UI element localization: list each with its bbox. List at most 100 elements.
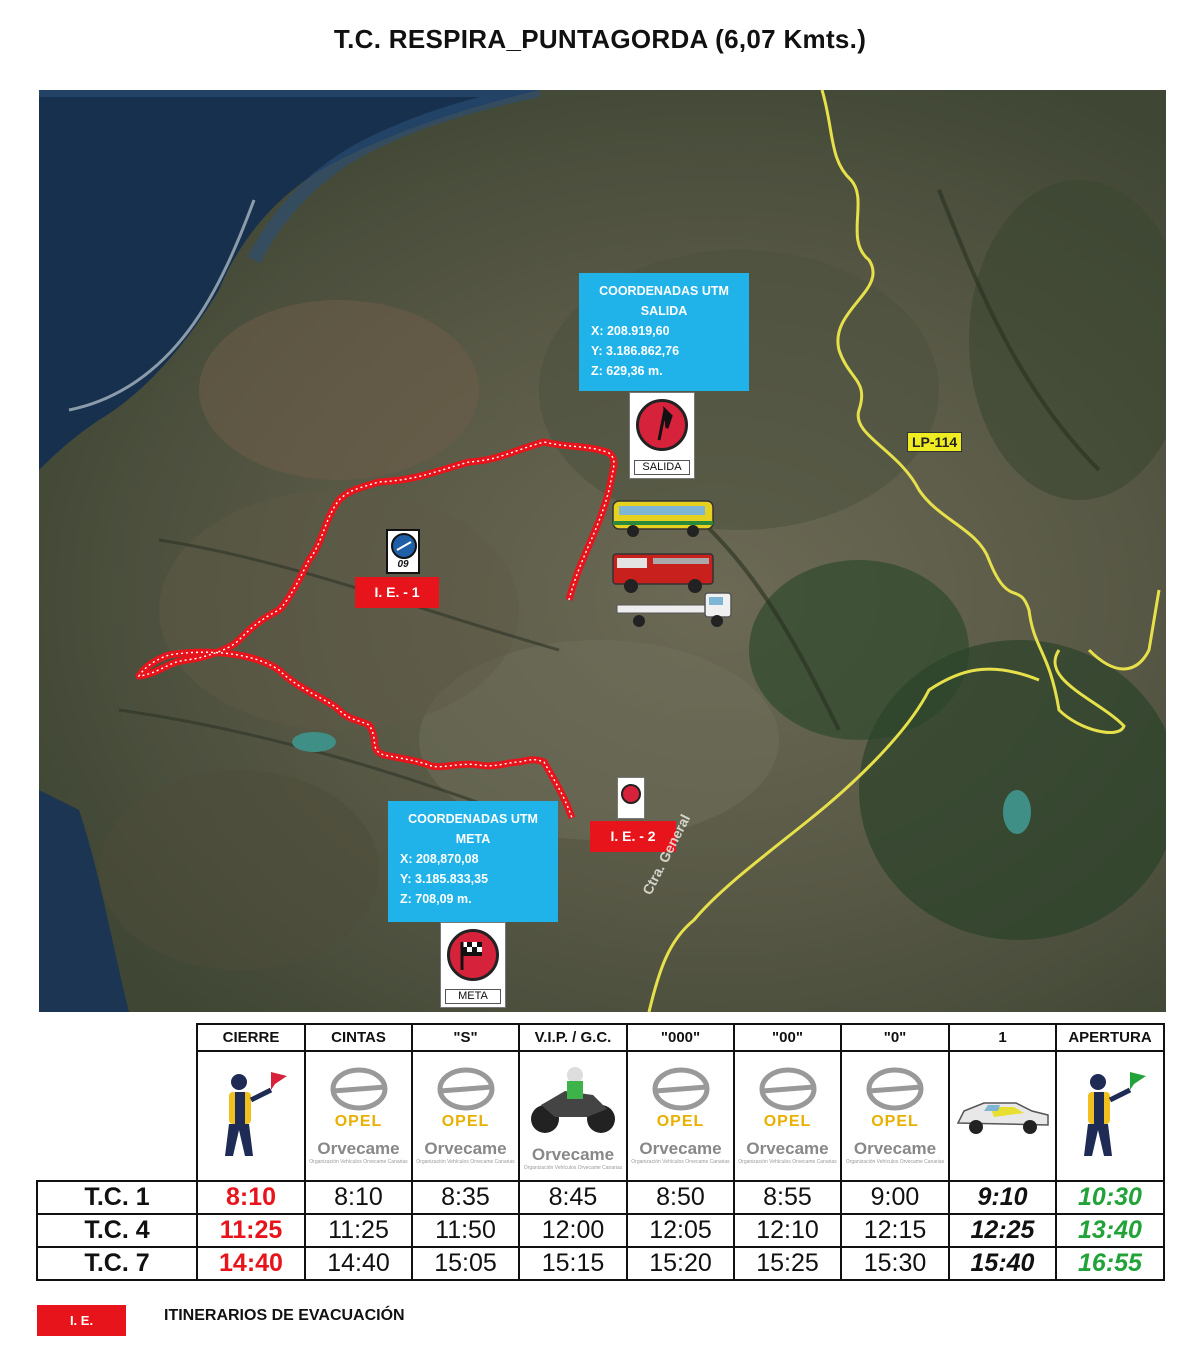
s-logo-cell: OPEL Orvecame Organización Vehículos Orv…	[411, 1050, 520, 1182]
col-00: "00"	[733, 1023, 842, 1052]
marshal-red-flag-icon	[196, 1050, 306, 1182]
orvecame-tagline: Organización Vehículos Orvecame Canarias	[523, 1165, 623, 1171]
time-0: 12:15	[840, 1213, 950, 1248]
finish-coord-header: COORDENADAS UTM	[408, 812, 538, 826]
opel-logo-icon	[866, 1067, 924, 1111]
finish-coord-x: X: 208,870,08	[400, 852, 479, 866]
time-s: 11:50	[411, 1213, 520, 1248]
time-000: 15:20	[626, 1246, 735, 1281]
orvecame-word: Orvecame	[317, 1139, 400, 1158]
opel-logo-icon	[437, 1067, 494, 1111]
legend-text: ITINERARIOS DE EVACUACIÓN	[164, 1307, 405, 1324]
0-logo-cell: OPEL Orvecame Organización Vehículos Orv…	[840, 1050, 950, 1182]
time-cintas: 8:10	[304, 1180, 413, 1215]
map-terrain	[39, 90, 1166, 1012]
finish-sign-label: META	[445, 989, 501, 1004]
vip-logo-cell: Orvecame Organización Vehículos Orvecame…	[518, 1050, 628, 1182]
finish-coord-z: Z: 708,09 m.	[400, 892, 472, 906]
col-cierre: CIERRE	[196, 1023, 306, 1052]
start-coord-title: SALIDA	[640, 304, 688, 318]
schedule-icon-row: OPEL Orvecame Organización Vehículos Orv…	[37, 1050, 1165, 1182]
00-logo-cell: OPEL Orvecame Organización Vehículos Orv…	[733, 1050, 842, 1182]
start-coord-y: Y: 3.186.862,76	[591, 344, 680, 358]
stage-label: T.C. 7	[36, 1246, 198, 1281]
start-flag-icon	[636, 399, 688, 451]
start-coord-x: X: 208.919,60	[591, 324, 670, 338]
time-00: 15:25	[733, 1246, 842, 1281]
finish-coord-y: Y: 3.185.833,35	[400, 872, 489, 886]
table-row: T.C. 7 14:40 14:40 15:05 15:15 15:20 15:…	[36, 1246, 1165, 1281]
opel-logo-icon	[330, 1067, 387, 1111]
satellite-map[interactable]: COORDENADAS UTM SALIDA X: 208.919,60 Y: …	[39, 90, 1166, 1012]
table-row: T.C. 1 8:10 8:10 8:35 8:45 8:50 8:55 9:0…	[36, 1180, 1165, 1215]
time-00: 8:55	[733, 1180, 842, 1215]
sign-09-label: 09	[397, 559, 409, 570]
col-apertura: APERTURA	[1055, 1023, 1165, 1052]
opel-word: OPEL	[871, 1113, 919, 1130]
orvecame-word: Orvecame	[639, 1139, 722, 1158]
time-s: 8:35	[411, 1180, 520, 1215]
opel-word: OPEL	[334, 1113, 383, 1130]
time-cintas: 11:25	[304, 1213, 413, 1248]
time-vip: 8:45	[518, 1180, 628, 1215]
orvecame-tagline: Organización Vehículos Orvecame Canarias	[309, 1159, 408, 1165]
checkered-flag-icon	[447, 929, 499, 981]
blank-cell	[37, 1051, 197, 1181]
col-s: "S"	[411, 1023, 520, 1052]
col-0: "0"	[840, 1023, 950, 1052]
opel-word: OPEL	[763, 1113, 812, 1130]
rally-car-icon	[948, 1050, 1057, 1182]
bus-icon	[612, 500, 714, 537]
ie1-label[interactable]: I. E. - 1	[355, 577, 439, 608]
sign-09[interactable]: 09	[386, 529, 420, 574]
time-1: 15:40	[948, 1246, 1057, 1281]
opel-word: OPEL	[656, 1113, 705, 1130]
time-vip: 12:00	[518, 1213, 628, 1248]
time-0: 9:00	[840, 1180, 950, 1215]
stage-label: T.C. 1	[36, 1180, 198, 1215]
start-coord-z: Z: 629,36 m.	[591, 364, 663, 378]
start-coordinates-box: COORDENADAS UTM SALIDA X: 208.919,60 Y: …	[579, 273, 749, 391]
orvecame-tagline: Organización Vehículos Orvecame Canarias	[845, 1159, 945, 1165]
ie2-sign[interactable]	[617, 777, 645, 819]
time-1: 12:25	[948, 1213, 1057, 1248]
orvecame-tagline: Organización Vehículos Orvecame Canarias	[631, 1159, 730, 1165]
legend-ie-box: I. E.	[37, 1305, 126, 1336]
fire-truck-icon	[612, 553, 714, 593]
stop-icon	[621, 784, 641, 804]
col-vip: V.I.P. / G.C.	[518, 1023, 628, 1052]
orvecame-tagline: Organización Vehículos Orvecame Canarias	[738, 1159, 837, 1165]
time-apertura: 13:40	[1055, 1213, 1165, 1248]
wheel-icon	[391, 533, 417, 559]
time-cierre: 11:25	[196, 1213, 306, 1248]
time-vip: 15:15	[518, 1246, 628, 1281]
motorcycle-icon	[531, 1067, 615, 1133]
orvecame-tagline: Organización Vehículos Orvecame Canarias	[416, 1159, 515, 1165]
orvecame-word: Orvecame	[424, 1139, 507, 1158]
orvecame-word: Orvecame	[746, 1139, 829, 1158]
000-logo-cell: OPEL Orvecame Organización Vehículos Orv…	[626, 1050, 735, 1182]
time-0: 15:30	[840, 1246, 950, 1281]
stage-label: T.C. 4	[36, 1213, 198, 1248]
table-row: T.C. 4 11:25 11:25 11:50 12:00 12:05 12:…	[36, 1213, 1165, 1248]
col-1: 1	[948, 1023, 1057, 1052]
opel-logo-icon	[652, 1067, 709, 1111]
opel-logo-icon	[759, 1067, 816, 1111]
finish-sign[interactable]: META	[440, 922, 506, 1008]
marshal-green-flag-icon	[1055, 1050, 1165, 1182]
start-sign[interactable]: SALIDA	[629, 392, 695, 479]
time-1: 9:10	[948, 1180, 1057, 1215]
time-cierre: 8:10	[196, 1180, 306, 1215]
time-apertura: 16:55	[1055, 1246, 1165, 1281]
opel-word: OPEL	[441, 1113, 490, 1130]
orvecame-word: Orvecame	[853, 1139, 937, 1158]
col-000: "000"	[626, 1023, 735, 1052]
ie2-label[interactable]: I. E. - 2	[590, 821, 676, 852]
page-title: T.C. RESPIRA_PUNTAGORDA (6,07 Kmts.)	[333, 24, 867, 54]
time-000: 8:50	[626, 1180, 735, 1215]
time-cintas: 14:40	[304, 1246, 413, 1281]
time-00: 12:10	[733, 1213, 842, 1248]
blank-cell	[37, 1024, 197, 1051]
time-000: 12:05	[626, 1213, 735, 1248]
schedule-header-row: CIERRE CINTAS "S" V.I.P. / G.C. "000" "0…	[37, 1023, 1165, 1052]
